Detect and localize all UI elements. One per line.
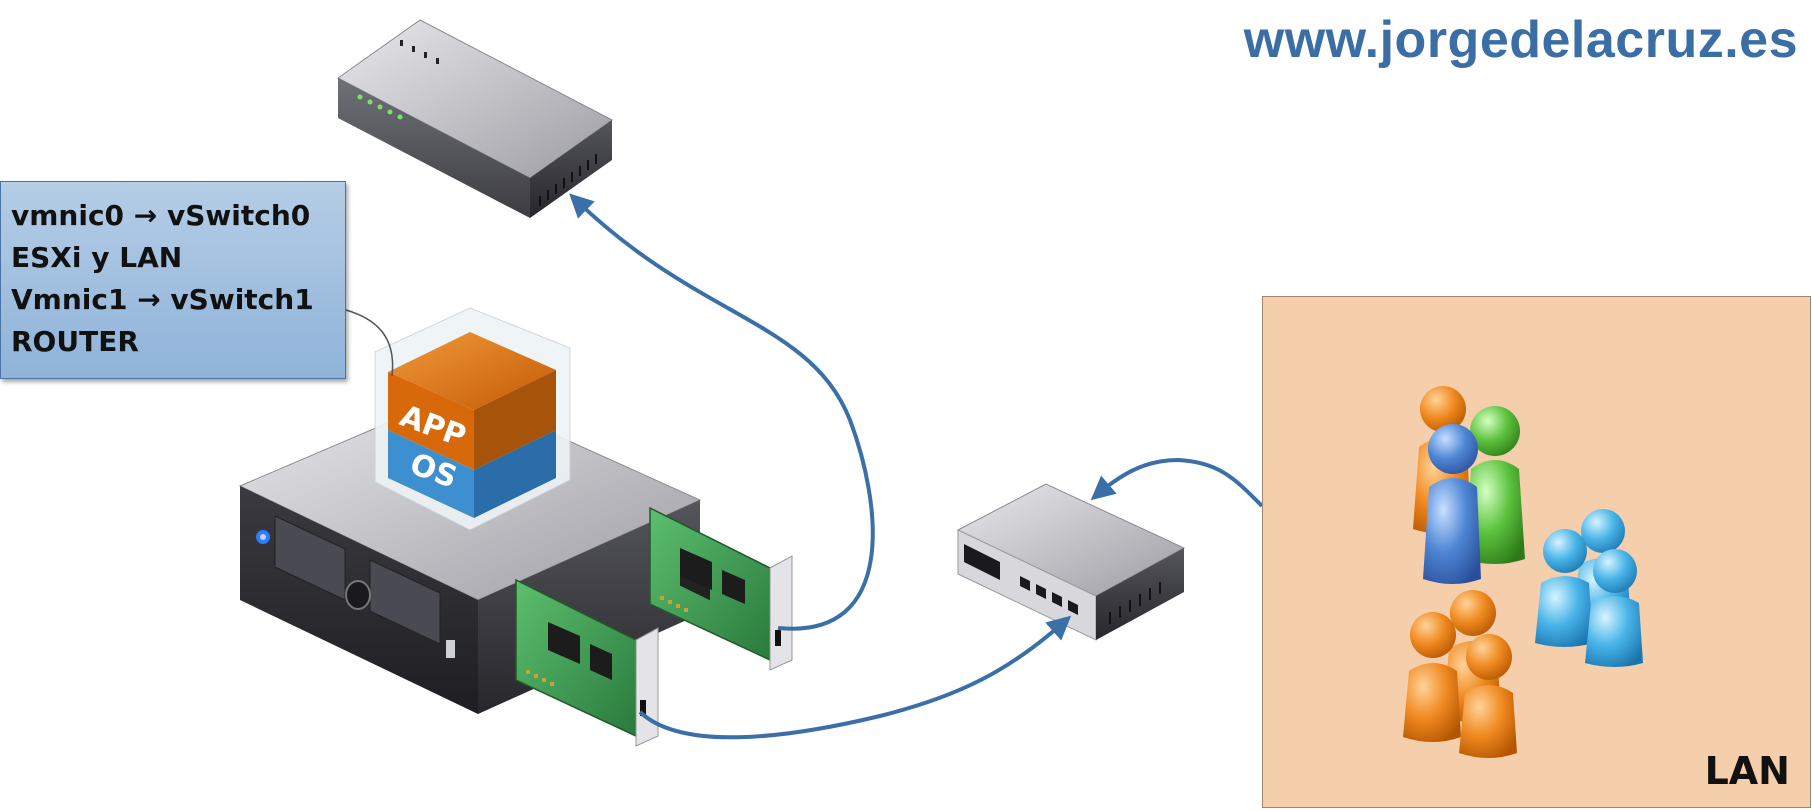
arrow-lan-to-switch (1090, 457, 1264, 508)
callout-connector (345, 309, 394, 377)
lan-box: LAN (1262, 296, 1811, 808)
user-group-icon (1403, 386, 1643, 758)
nic-card-icon (649, 506, 793, 671)
router-icon (337, 19, 613, 218)
arrow-nic1-to-router (569, 193, 875, 631)
callout-line-1: vmnic0 → vSwitch0 (11, 199, 311, 232)
callout-line-3: Vmnic1 → vSwitch1 (11, 283, 314, 316)
site-url[interactable]: www.jorgedelacruz.es (1243, 11, 1798, 69)
lan-label: LAN (1704, 749, 1790, 793)
vm-cube-icon (374, 307, 571, 531)
callout-line-4: ROUTER (11, 325, 139, 358)
nic-card-icon-2 (515, 578, 659, 747)
callout-line-2: ESXi y LAN (11, 241, 183, 274)
vmnic-callout: vmnic0 → vSwitch0 ESXi y LAN Vmnic1 → vS… (0, 181, 346, 379)
switch-icon (956, 483, 1186, 641)
arrow-nic2-to-switch (638, 615, 1072, 740)
